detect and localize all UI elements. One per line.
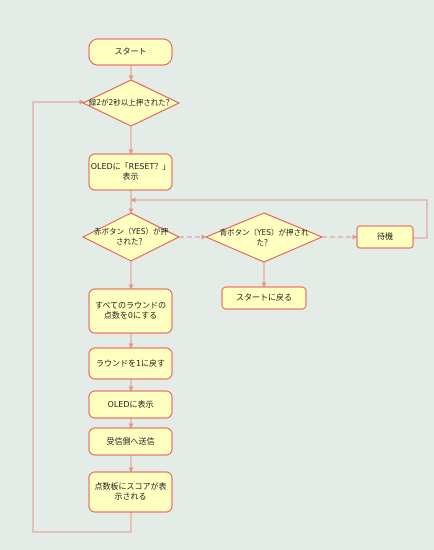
node-red-decision — [81, 212, 181, 262]
edge-scoreboard-loop — [32, 99, 132, 533]
node-start — [88, 38, 173, 66]
node-wait — [356, 225, 414, 249]
node-oled-reset — [88, 153, 173, 191]
node-reset-points — [88, 288, 173, 334]
node-hold-decision — [81, 79, 181, 127]
node-scoreboard — [88, 471, 173, 513]
node-round-one — [88, 347, 173, 380]
node-back-start — [221, 286, 307, 310]
edge-wait-loop — [130, 197, 428, 239]
node-oled-show — [88, 390, 173, 419]
node-send — [88, 427, 173, 456]
node-blue-decision — [204, 212, 324, 263]
